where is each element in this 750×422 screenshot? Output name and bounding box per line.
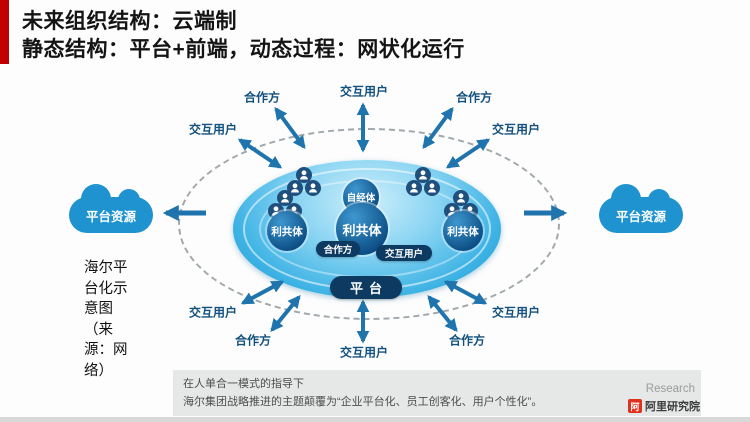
slide-title-line2: 静态结构：平台+前端，动态过程：网状化运行 [22,38,465,61]
accent-bar [0,0,9,64]
note-box: 在人单合一模式的指导下 海尔集团战略推进的主题颠覆为“企业平台化、员工创客化、用… [173,370,701,416]
node-left-community: 利共体 [267,211,307,251]
inner-user-pill: 交互用户 [376,245,432,261]
brand-chinese: 阿里研究院 [645,401,700,413]
label-partner-bottom-left: 合作方 [234,333,272,348]
platform-resources-cloud-right: 平台资源 [599,184,683,233]
label-user-upper-left: 交互用户 [188,122,238,137]
diagram-caption: 海尔平台化示意图（来源：网络） [84,260,128,379]
brand-english: Research [645,383,695,395]
platform-resources-cloud-left: 平台资源 [69,184,153,233]
aliresearch-logo-icon: 阿 [628,399,642,413]
cloud-label: 平台资源 [85,209,136,224]
note-line2: 海尔集团战略推进的主题颠覆为“企业平台化、员工创客化、用户个性化”。 [183,396,543,409]
note-line1: 在人单合一模式的指导下 [183,378,304,390]
label-user-lower-left: 交互用户 [188,305,238,320]
label-user-bottom-center: 交互用户 [339,345,389,360]
inner-partner-pill: 合作方 [316,241,360,257]
slide-bottom-edge [0,417,750,422]
label-user-lower-right: 交互用户 [491,305,541,320]
people-cluster-icon [406,167,440,196]
brand-row: 阿 阿里研究院 [628,398,700,414]
slide-title-line1: 未来组织结构：云端制 [22,10,237,33]
cloud-label: 平台资源 [615,209,666,224]
people-cluster-icon [287,167,321,196]
platform-banner: 平台 [330,276,402,299]
node-right-community: 利共体 [443,211,483,251]
label-partner-top-right: 合作方 [455,90,493,105]
label-partner-bottom-right: 合作方 [448,333,486,348]
label-partner-top-left: 合作方 [243,90,281,105]
label-user-upper-right: 交互用户 [491,122,541,137]
label-user-top-center: 交互用户 [339,84,389,99]
